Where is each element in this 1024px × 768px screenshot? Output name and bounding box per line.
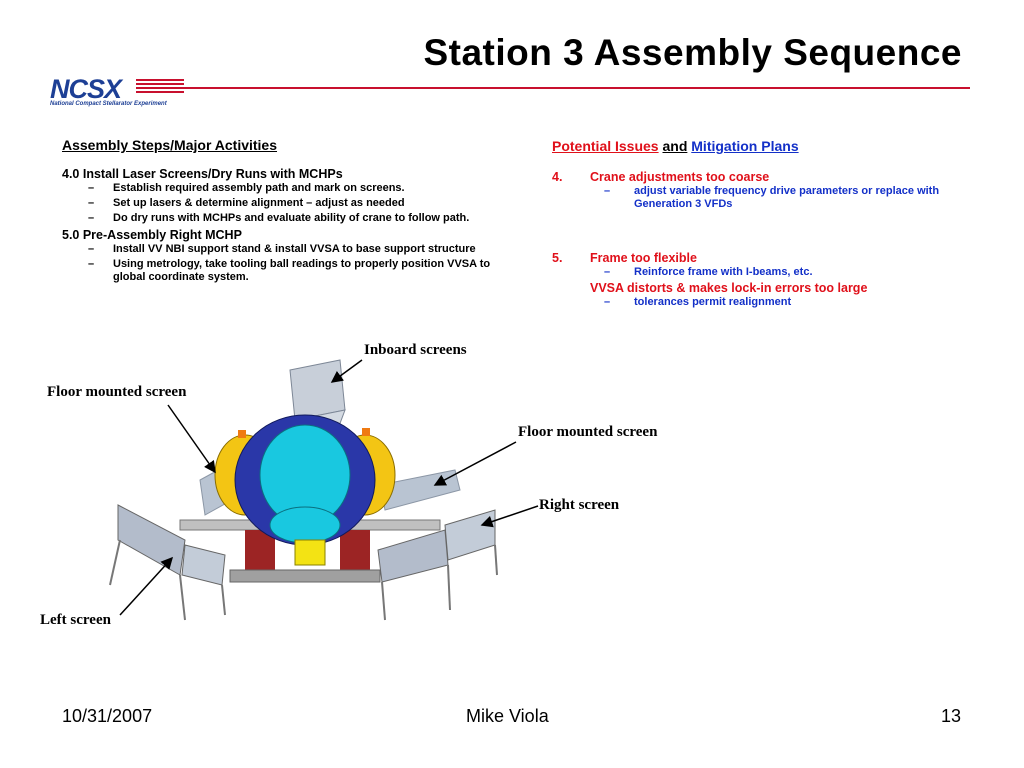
label-right-screen: Right screen xyxy=(539,497,620,513)
list-item: –Do dry runs with MCHPs and evaluate abi… xyxy=(88,212,470,224)
issue-number: 5. xyxy=(552,251,563,265)
mitigation-bullets: –adjust variable frequency drive paramet… xyxy=(552,185,972,211)
step-label: 4.0 Install Laser Screens/Dry Runs with … xyxy=(62,167,343,181)
issues-column: Potential Issues and Mitigation Plans 4.… xyxy=(552,138,972,311)
list-item: –Reinforce frame with I-beams, etc. xyxy=(604,266,813,278)
footer-author: Mike Viola xyxy=(466,706,549,726)
ncsx-logo: NCSX National Compact Stellarator Experi… xyxy=(50,74,184,108)
issue-text: Frame too flexible xyxy=(590,251,697,265)
arrow-right-screen xyxy=(480,505,539,528)
assembly-illustration xyxy=(109,359,539,621)
issues-heading-and: and xyxy=(662,138,688,154)
footer-page-number: 13 xyxy=(941,706,962,726)
arrow-floor-left xyxy=(167,404,216,474)
assembly-steps-column: Assembly Steps/Major Activities 4.0 Inst… xyxy=(62,137,512,286)
header-rule xyxy=(170,87,970,89)
label-inboard-screens: Inboard screens xyxy=(364,342,467,358)
list-item: –Install VV NBI support stand & install … xyxy=(88,243,476,255)
label-floor-mounted-screen-right: Floor mounted screen xyxy=(518,424,658,440)
list-item: –tolerances permit realignment xyxy=(604,296,792,308)
issues-heading: Potential Issues and Mitigation Plans xyxy=(552,138,972,154)
step-bullets: –Install VV NBI support stand & install … xyxy=(62,243,512,284)
step-label: 5.0 Pre-Assembly Right MCHP xyxy=(62,228,242,242)
list-item: –Set up lasers & determine alignment – a… xyxy=(88,197,405,209)
footer-date: 10/31/2007 xyxy=(62,706,153,726)
arrow-floor-right xyxy=(433,441,517,486)
list-item: –Using metrology, take tooling ball read… xyxy=(88,258,491,283)
issue-text: Crane adjustments too coarse xyxy=(590,170,770,184)
logo-subtitle: National Compact Stellarator Experiment xyxy=(50,101,167,107)
label-floor-mounted-screen-left: Floor mounted screen xyxy=(47,384,187,400)
mitigation-bullets: –Reinforce frame with I-beams, etc. xyxy=(552,266,972,279)
arrow-inboard xyxy=(330,359,363,383)
issue-extra-text: VVSA distorts & makes lock-in errors too… xyxy=(590,281,868,295)
issues-heading-text: Potential Issues xyxy=(552,138,659,154)
mitigation-bullets: –tolerances permit realignment xyxy=(552,296,972,309)
logo-text: NCSX xyxy=(50,74,122,104)
issue-number: 4. xyxy=(552,170,563,184)
assembly-figure: Inboard screens Floor mounted screen Flo… xyxy=(0,330,1024,660)
step-bullets: –Establish required assembly path and ma… xyxy=(62,182,512,225)
issue-item: 4. Crane adjustments too coarse xyxy=(552,170,972,184)
plans-heading-text: Mitigation Plans xyxy=(691,138,799,154)
logo-stripes xyxy=(136,79,184,97)
issue-item: 5. Frame too flexible xyxy=(552,251,972,265)
list-item: –Establish required assembly path and ma… xyxy=(88,182,405,194)
inboard-screen-shape xyxy=(289,359,346,421)
slide-title: Station 3 Assembly Sequence xyxy=(423,32,962,73)
arrow-left-screen xyxy=(119,556,174,616)
assembly-steps-heading: Assembly Steps/Major Activities xyxy=(62,137,278,153)
list-item: –adjust variable frequency drive paramet… xyxy=(604,185,940,210)
label-left-screen: Left screen xyxy=(40,612,111,628)
